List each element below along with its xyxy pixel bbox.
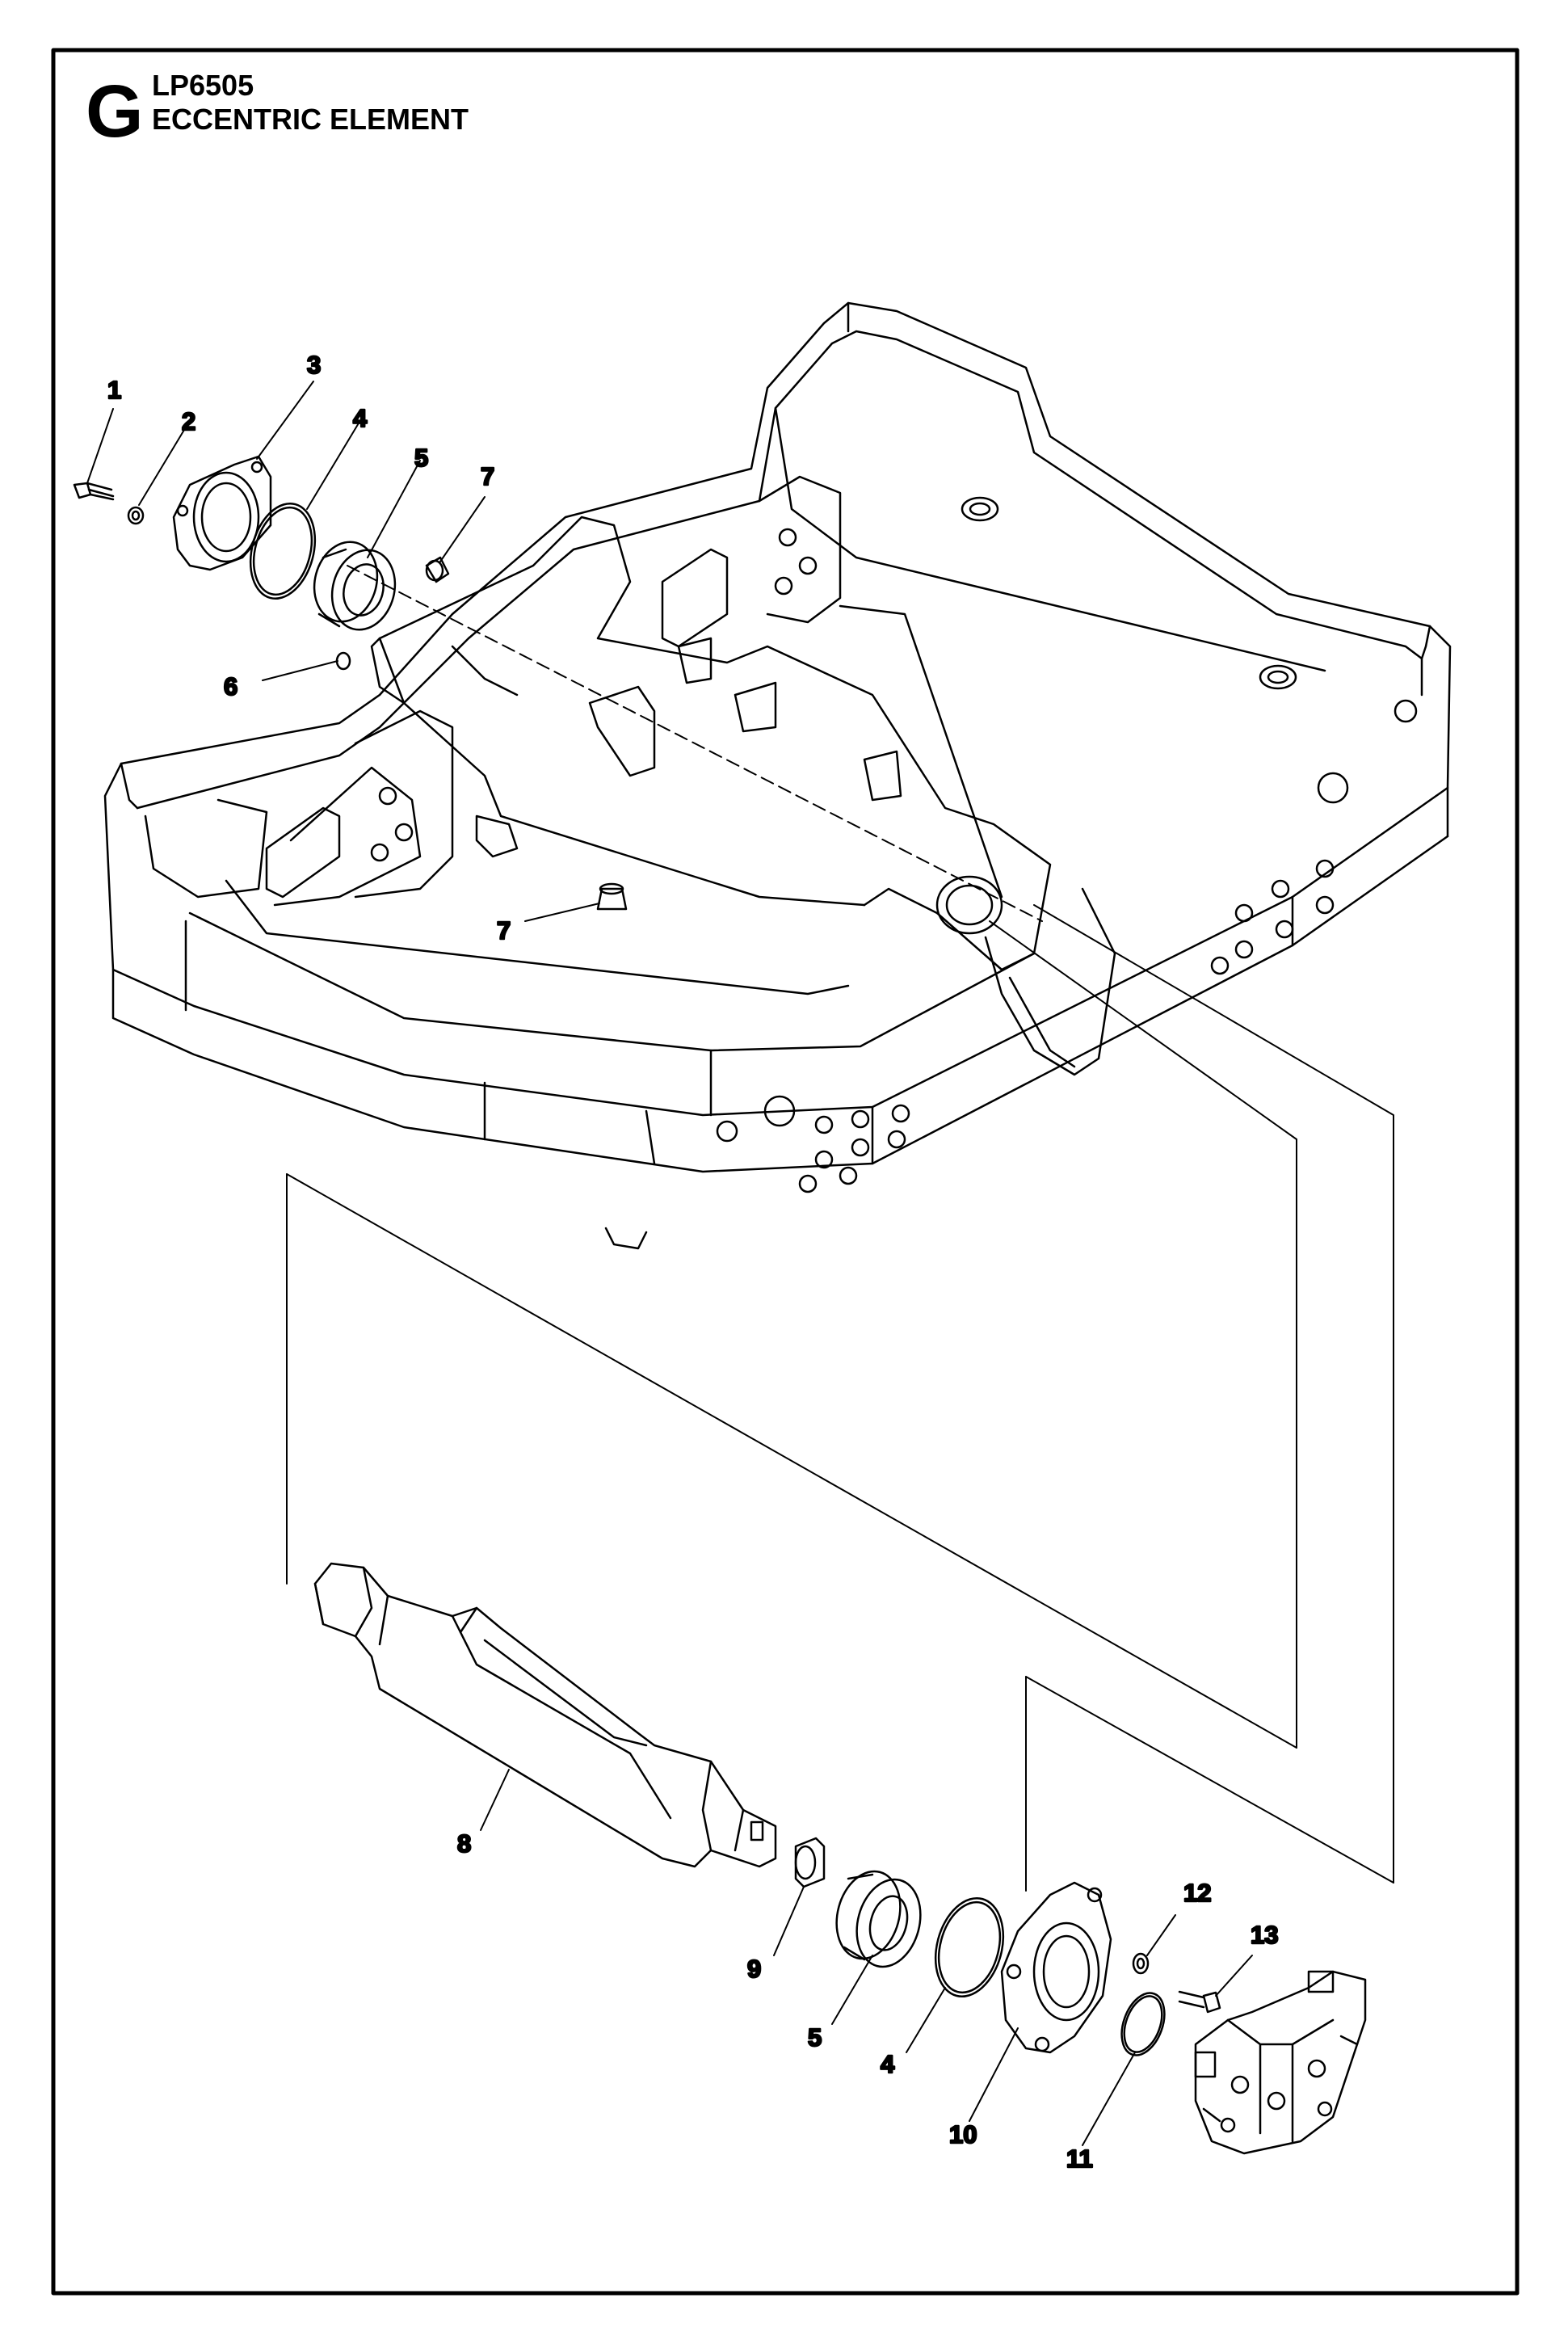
model-number: LP6505 bbox=[152, 69, 254, 102]
callout-5: 5 bbox=[414, 444, 428, 472]
callout-7-lower: 7 bbox=[497, 916, 511, 945]
part-5-roller-bearing bbox=[313, 541, 397, 631]
part-1-bolt bbox=[73, 482, 115, 501]
part-2-washer bbox=[127, 506, 145, 525]
callout-2: 2 bbox=[182, 407, 195, 436]
part-12-washer bbox=[1132, 1952, 1150, 1975]
callout-6: 6 bbox=[224, 672, 238, 701]
diagram-title: ECCENTRIC ELEMENT bbox=[152, 103, 469, 136]
leader-lines bbox=[86, 381, 1253, 2146]
part-9-spacer bbox=[794, 1837, 826, 1888]
part-13-bolt bbox=[1178, 1990, 1221, 2014]
callout-7: 7 bbox=[481, 462, 494, 490]
centerline bbox=[347, 565, 1043, 922]
projection-lines bbox=[286, 904, 1394, 1892]
part-4-o-ring-lower bbox=[934, 1896, 1005, 1998]
callout-13: 13 bbox=[1251, 1921, 1278, 1949]
part-7-plug-lower bbox=[596, 882, 628, 911]
part-3-bearing-cover bbox=[172, 455, 272, 571]
callout-5-lower: 5 bbox=[808, 2023, 822, 2052]
part-4-o-ring bbox=[249, 502, 317, 600]
callout-11: 11 bbox=[1066, 2144, 1093, 2173]
part-6-plug bbox=[335, 651, 351, 671]
callout-8: 8 bbox=[457, 1829, 471, 1858]
page-border bbox=[51, 48, 1520, 2296]
callout-3: 3 bbox=[307, 351, 321, 379]
section-letter: G bbox=[86, 70, 144, 153]
callout-12: 12 bbox=[1183, 1879, 1211, 1907]
callout-9: 9 bbox=[747, 1955, 761, 1983]
callout-4: 4 bbox=[353, 404, 368, 432]
hydraulic-motor bbox=[1194, 1970, 1367, 2155]
base-frame bbox=[103, 301, 1452, 1250]
part-10-bearing-housing bbox=[1000, 1881, 1112, 2054]
callout-1: 1 bbox=[107, 376, 121, 404]
callout-10: 10 bbox=[949, 2120, 977, 2149]
part-7-plug-upper bbox=[425, 556, 450, 583]
part-5-roller-bearing-lower bbox=[835, 1870, 922, 1968]
part-8-eccentric-shaft bbox=[313, 1562, 777, 1868]
callout-4-lower: 4 bbox=[881, 2050, 895, 2078]
part-11-o-ring bbox=[1120, 1992, 1166, 2056]
